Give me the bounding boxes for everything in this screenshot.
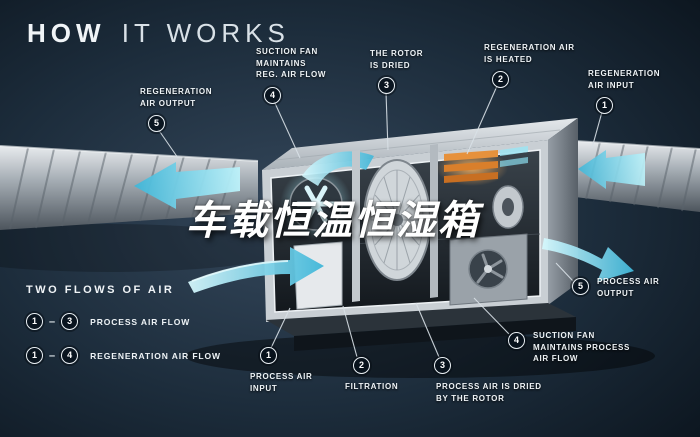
callout-number-badge: 3 <box>378 77 395 95</box>
callout-label: REGENERATION AIR IS HEATED <box>484 43 575 64</box>
callout-number-badge: 1 <box>596 97 613 115</box>
legend-number-badge: 1 <box>26 347 43 364</box>
interior-components <box>280 144 541 310</box>
legend-dash: – <box>49 349 56 362</box>
legend-label: PROCESS AIR FLOW <box>90 316 191 327</box>
callout-rotor-is-dried: THE ROTOR IS DRIED 3 <box>370 48 424 95</box>
callout-number-badge: 4 <box>508 332 525 349</box>
divider-panel-left <box>352 150 360 302</box>
callout-label: PROCESS AIR OUTPUT <box>597 277 660 298</box>
legend-number-badge: 3 <box>61 313 79 330</box>
callout-suction-fan-reg: SUCTION FAN MAINTAINS REG. AIR FLOW 4 <box>256 46 326 104</box>
callout-filtration: FILTRATION 2 <box>345 357 398 393</box>
callout-regeneration-air-output: REGENERATION AIR OUTPUT 5 <box>140 86 213 133</box>
callout-process-air-dried: PROCESS AIR IS DRIED BY THE ROTOR 3 <box>430 357 542 404</box>
callout-regeneration-air-heated: REGENERATION AIR IS HEATED 2 <box>484 42 575 89</box>
callout-label: SUCTION FAN MAINTAINS REG. AIR FLOW <box>256 47 327 80</box>
title-it-works: IT WORKS <box>121 18 290 48</box>
callout-number-badge: 1 <box>260 347 277 364</box>
legend-heading: TWO FLOWS OF AIR <box>26 284 175 296</box>
callout-label: SUCTION FAN MAINTAINS PROCESS AIR FLOW <box>533 331 631 364</box>
page-title: HOW IT WORKS <box>27 18 290 49</box>
title-how: HOW <box>27 18 106 48</box>
callout-process-air-output: 5 PROCESS AIR OUTPUT <box>572 276 660 299</box>
process-output-arrow <box>542 238 634 282</box>
heater-element <box>436 146 528 186</box>
divider-panel-right <box>430 144 438 298</box>
process-fan-unit <box>449 233 528 306</box>
callout-label: THE ROTOR IS DRIED <box>370 49 424 70</box>
callout-number-badge: 5 <box>148 115 165 133</box>
left-duct <box>0 145 259 230</box>
leader-lines <box>157 85 603 358</box>
legend-row-regeneration: 1 – 4 REGENERATION AIR FLOW <box>26 347 221 364</box>
regeneration-inlet-fan <box>492 185 524 229</box>
regeneration-input-arrow <box>578 150 645 189</box>
legend-dash: – <box>49 315 56 328</box>
legend-row-process: 1 – 3 PROCESS AIR FLOW <box>26 313 221 330</box>
callout-number-badge: 3 <box>434 357 451 374</box>
process-input-arrow <box>188 247 324 293</box>
callout-regeneration-air-input: REGENERATION AIR INPUT 1 <box>588 68 661 115</box>
process-input-highlight <box>191 260 289 282</box>
legend-label: REGENERATION AIR FLOW <box>90 350 221 361</box>
legend-number-badge: 4 <box>61 347 79 364</box>
legend-number-badge: 1 <box>26 313 43 330</box>
callout-label: PROCESS AIR INPUT <box>250 372 313 393</box>
callout-number-badge: 4 <box>264 86 281 104</box>
duct-shadow <box>0 224 290 272</box>
chinese-watermark: 车载恒温恒湿箱 <box>186 198 480 244</box>
machine-body <box>262 118 578 351</box>
callout-number-badge: 2 <box>492 71 509 89</box>
callout-number-badge: 2 <box>353 357 370 374</box>
callout-process-air-input: PROCESS AIR INPUT 1 <box>250 347 313 394</box>
callout-number-badge: 5 <box>572 278 589 295</box>
base-plinth <box>266 303 576 351</box>
callout-label: REGENERATION AIR OUTPUT <box>140 87 213 108</box>
callout-suction-fan-process: 4 SUCTION FAN MAINTAINS PROCESS AIR FLOW <box>508 330 630 365</box>
callout-label: FILTRATION <box>345 382 399 391</box>
callout-label: REGENERATION AIR INPUT <box>588 69 661 90</box>
flow-arrows <box>134 150 645 293</box>
regeneration-output-arrow <box>134 162 240 209</box>
legend-two-flows: TWO FLOWS OF AIR 1 – 3 PROCESS AIR FLOW … <box>26 284 221 364</box>
callout-label: PROCESS AIR IS DRIED BY THE ROTOR <box>436 382 542 403</box>
